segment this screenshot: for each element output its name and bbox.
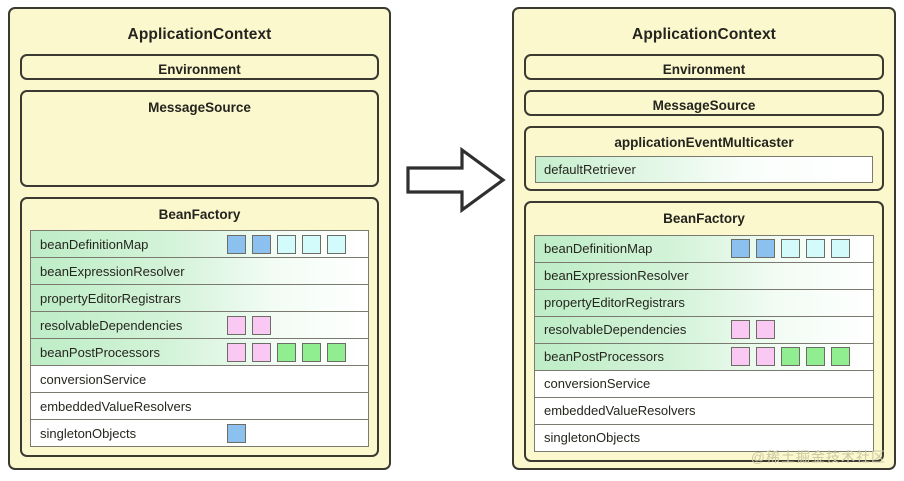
left-bean-factory-title: BeanFactory: [158, 206, 241, 222]
bean-slot-square-pink: [252, 342, 271, 362]
bean-factory-row: resolvableDependencies: [535, 316, 873, 344]
bean-factory-row-label: resolvableDependencies: [40, 317, 183, 333]
left-message-source-title: MessageSource: [148, 99, 251, 115]
bean-factory-row-label: conversionService: [544, 376, 651, 391]
bean-slot-square-pink: [756, 347, 775, 366]
default-retriever-row: defaultRetriever: [536, 157, 872, 182]
bean-slot-square-green: [831, 347, 850, 366]
bean-factory-row-label: singletonObjects: [544, 430, 641, 445]
bean-factory-row-label: beanDefinitionMap: [40, 236, 149, 252]
bean-factory-row: resolvableDependencies: [31, 312, 368, 339]
right-bean-factory-title: BeanFactory: [663, 211, 745, 226]
left-message-source-box: MessageSource: [20, 89, 379, 187]
bean-slot-strip: [227, 339, 346, 365]
right-environment-box: Environment: [524, 53, 884, 80]
bean-slot-square-pink: [731, 347, 750, 366]
bean-slot-strip: [227, 420, 246, 446]
right-environment-title: Environment: [662, 61, 746, 77]
bean-factory-row: beanDefinitionMap: [535, 235, 873, 263]
bean-factory-row: embeddedValueResolvers: [31, 393, 368, 420]
bean-factory-row-label: propertyEditorRegistrars: [544, 295, 685, 310]
bean-slot-square-blue: [731, 239, 750, 258]
bean-slot-square-pink: [731, 320, 750, 339]
bean-factory-row-label: resolvableDependencies: [544, 322, 687, 337]
bean-slot-square-cyan: [327, 234, 346, 254]
bean-slot-strip: [227, 231, 346, 257]
left-panel-title: ApplicationContext: [127, 26, 272, 43]
bean-factory-row-label: embeddedValueResolvers: [544, 403, 696, 418]
bean-factory-row: propertyEditorRegistrars: [31, 285, 368, 312]
bean-slot-square-cyan: [277, 234, 296, 254]
bean-factory-row: conversionService: [535, 370, 873, 398]
bean-factory-row: singletonObjects: [31, 420, 368, 447]
bean-factory-row-label: beanDefinitionMap: [544, 241, 653, 256]
bean-factory-row-label: propertyEditorRegistrars: [40, 290, 181, 306]
right-application-context-panel: ApplicationContext Environment MessageSo…: [512, 7, 896, 470]
bean-factory-row: beanPostProcessors: [535, 343, 873, 371]
bean-factory-row: beanDefinitionMap: [31, 231, 368, 258]
left-bean-factory-box: BeanFactory beanDefinitionMap beanExpress…: [20, 196, 379, 457]
bean-slot-strip: [731, 344, 850, 370]
bean-factory-row: propertyEditorRegistrars: [535, 289, 873, 317]
bean-slot-strip: [731, 236, 850, 262]
left-environment-title: Environment: [158, 61, 241, 77]
bean-slot-square-green: [302, 342, 321, 362]
left-application-context-panel: ApplicationContext Environment MessageSo…: [8, 7, 391, 470]
bean-factory-row: beanPostProcessors: [31, 339, 368, 366]
right-message-source-title: MessageSource: [652, 97, 756, 113]
bean-slot-square-green: [277, 342, 296, 362]
bean-slot-square-pink: [227, 342, 246, 362]
right-event-multicaster-title: applicationEventMulticaster: [614, 134, 794, 150]
bean-factory-row-label: singletonObjects: [40, 425, 137, 441]
bean-factory-row: singletonObjects: [535, 424, 873, 452]
left-environment-box: Environment: [20, 53, 379, 80]
bean-slot-square-green: [806, 347, 825, 366]
left-bean-factory-rows: beanDefinitionMap beanExpressionResolver p…: [30, 230, 369, 447]
bean-slot-square-cyan: [806, 239, 825, 258]
bean-slot-square-pink: [227, 315, 246, 335]
bean-factory-row-label: beanExpressionResolver: [40, 263, 185, 279]
bean-slot-square-cyan: [781, 239, 800, 258]
bean-factory-row: beanExpressionResolver: [31, 258, 368, 285]
bean-factory-row-label: embeddedValueResolvers: [40, 398, 192, 414]
bean-slot-square-pink: [252, 315, 271, 335]
default-retriever-label: defaultRetriever: [544, 162, 636, 177]
bean-factory-row: conversionService: [31, 366, 368, 393]
bean-slot-square-green: [327, 342, 346, 362]
right-arrow-icon: [404, 144, 508, 216]
watermark: @稀土掘金技术社区: [750, 449, 886, 465]
bean-factory-row-label: conversionService: [40, 371, 147, 387]
bean-factory-row: beanExpressionResolver: [535, 262, 873, 290]
bean-slot-square-cyan: [302, 234, 321, 254]
right-event-multicaster-box: applicationEventMulticaster defaultRetri…: [524, 125, 884, 191]
bean-slot-square-green: [781, 347, 800, 366]
right-message-source-box: MessageSource: [524, 89, 884, 116]
bean-slot-square-pink: [756, 320, 775, 339]
bean-factory-row-label: beanPostProcessors: [544, 349, 664, 364]
bean-slot-square-cyan: [831, 239, 850, 258]
default-retriever-wrap: defaultRetriever: [535, 156, 873, 183]
bean-factory-row-label: beanExpressionResolver: [544, 268, 689, 283]
bean-factory-row: embeddedValueResolvers: [535, 397, 873, 425]
bean-slot-strip: [731, 317, 775, 343]
bean-slot-square-blue: [227, 234, 246, 254]
bean-slot-square-blue: [252, 234, 271, 254]
bean-slot-square-blue: [227, 423, 246, 443]
bean-slot-square-blue: [756, 239, 775, 258]
right-bean-factory-box: BeanFactory beanDefinitionMap beanExpress…: [524, 201, 884, 462]
bean-factory-row-label: beanPostProcessors: [40, 344, 160, 360]
bean-slot-strip: [227, 312, 271, 338]
right-bean-factory-rows: beanDefinitionMap beanExpressionResolver p…: [534, 234, 874, 452]
right-panel-title: ApplicationContext: [632, 26, 776, 43]
